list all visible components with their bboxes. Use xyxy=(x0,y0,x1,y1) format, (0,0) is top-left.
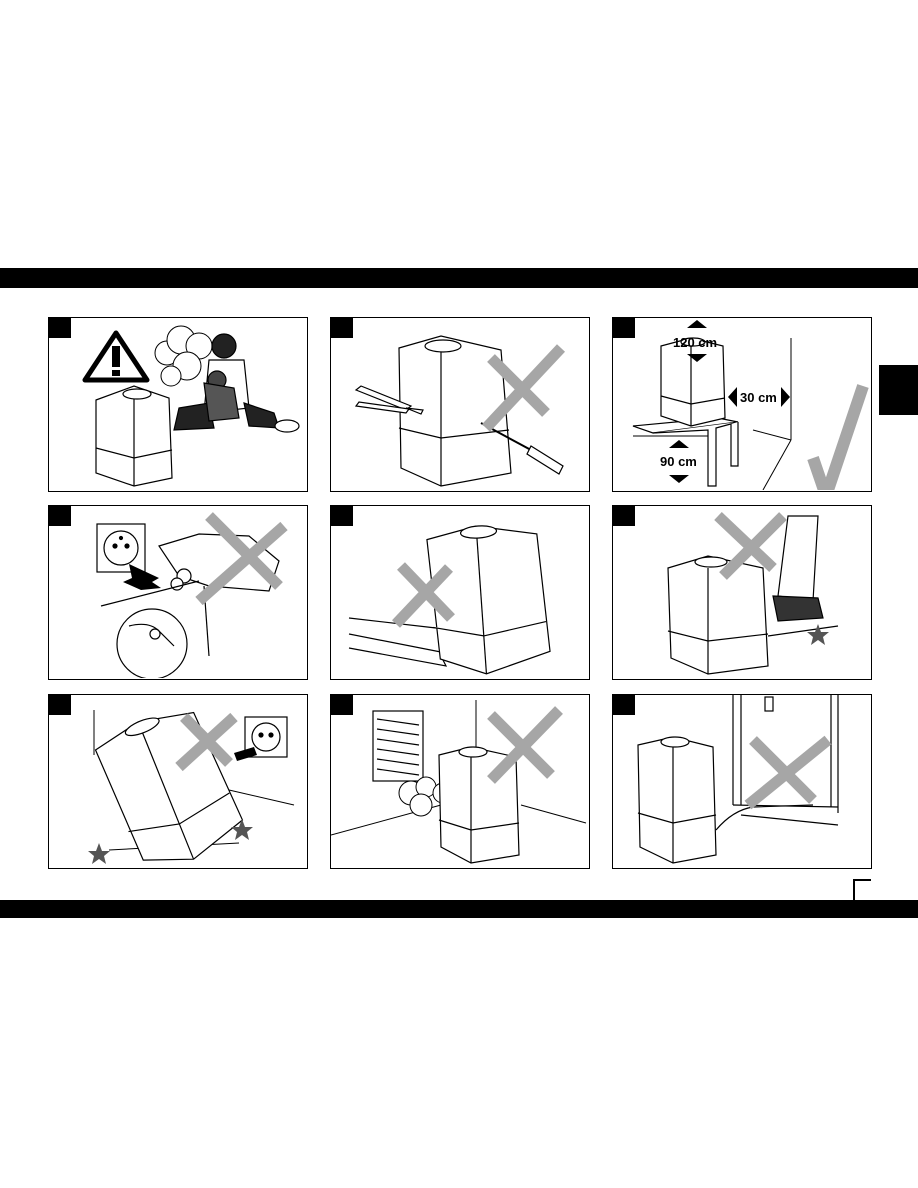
panel-4-no-wet-hands xyxy=(48,505,308,680)
top-clearance-label: 120 cm xyxy=(673,335,717,350)
panel-7-illustration xyxy=(49,695,306,867)
panel-6-illustration xyxy=(613,506,870,678)
detail-circle xyxy=(117,609,187,678)
check-icon xyxy=(813,386,863,490)
panel-3-clearances: 120 cm 30 cm 90 cm xyxy=(612,317,872,492)
panel-8-no-heat-source xyxy=(330,694,590,869)
bottom-black-bar xyxy=(0,900,918,918)
cable xyxy=(768,626,838,636)
cross-icon xyxy=(748,740,828,805)
panel-1-warning-children xyxy=(48,317,308,492)
arrow-up-icon xyxy=(687,320,707,328)
air-vent xyxy=(373,711,423,781)
arrow-right-icon xyxy=(781,387,790,407)
section-tab xyxy=(879,365,918,415)
panel-4-illustration xyxy=(49,506,306,678)
panel-9-no-cable-under-door xyxy=(612,694,872,869)
panel-3-illustration: 120 cm 30 cm 90 cm xyxy=(613,318,870,490)
panel-2-illustration xyxy=(331,318,588,490)
panel-5-illustration xyxy=(331,506,588,678)
leg xyxy=(773,516,823,621)
panel-7-no-tipping xyxy=(48,694,308,869)
cross-icon xyxy=(491,710,559,780)
humidifier-device xyxy=(661,338,725,426)
panel-8-illustration xyxy=(331,695,588,867)
panel-1-illustration xyxy=(49,318,306,490)
panel-2-no-repair xyxy=(330,317,590,492)
panel-9-illustration xyxy=(613,695,870,867)
steam-cloud xyxy=(155,326,212,386)
side-clearance-label: 30 cm xyxy=(740,390,777,405)
humidifier-device xyxy=(426,522,551,678)
top-black-bar xyxy=(0,268,918,288)
height-label: 90 cm xyxy=(660,454,697,469)
page-number-box xyxy=(853,879,871,900)
star-icon xyxy=(807,624,829,645)
humidifier-device xyxy=(668,556,768,674)
arrow-up-icon xyxy=(669,440,689,448)
humidifier-device xyxy=(638,737,716,863)
wall-socket xyxy=(97,524,145,572)
panel-6-no-tripping xyxy=(612,505,872,680)
panel-5-no-uneven-surface xyxy=(330,505,590,680)
arrow-left-icon xyxy=(728,387,737,407)
warning-triangle-icon xyxy=(85,333,147,380)
humidifier-device xyxy=(96,386,172,486)
arrow-down-icon xyxy=(669,475,689,483)
